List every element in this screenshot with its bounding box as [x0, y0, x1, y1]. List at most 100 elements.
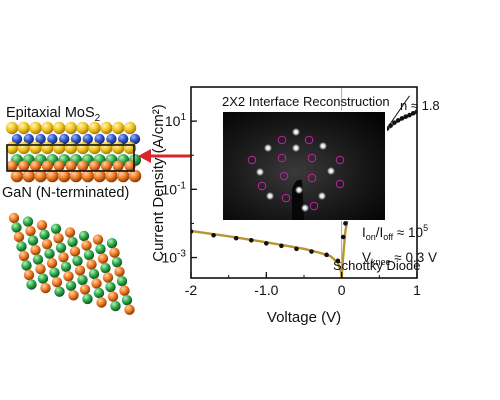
reconstruction-spot-marker: [309, 201, 319, 211]
atom: [97, 253, 109, 264]
atom: [41, 239, 53, 250]
atom: [44, 248, 55, 259]
atom: [121, 295, 133, 306]
atom: [82, 133, 94, 145]
atom: [95, 243, 106, 255]
atom: [123, 121, 137, 135]
atom: [47, 133, 58, 145]
atom: [100, 160, 112, 172]
atom: [128, 169, 142, 183]
atom: [112, 141, 125, 155]
data-point: [211, 232, 216, 238]
atom: [105, 281, 116, 293]
atom: [89, 160, 101, 172]
data-point: [392, 120, 397, 125]
reconstruction-spot-marker: [279, 171, 289, 181]
atom: [83, 249, 95, 261]
data-point: [395, 118, 401, 123]
reconstruction-spot-marker: [307, 153, 317, 163]
atom: [5, 121, 19, 135]
data-point: [233, 235, 239, 241]
atom: [23, 269, 35, 281]
atom: [35, 133, 46, 145]
atom: [78, 230, 90, 242]
atom: [16, 241, 27, 252]
atom: [88, 141, 101, 155]
bright-spot: [318, 192, 326, 200]
atom: [36, 220, 48, 231]
atom: [53, 233, 64, 244]
atom: [116, 169, 130, 183]
atom: [106, 133, 117, 145]
x-tick-label: 1: [413, 282, 421, 298]
atom: [17, 121, 30, 135]
atom: [106, 238, 118, 249]
atom: [58, 133, 70, 145]
atom: [13, 231, 25, 243]
atom: [22, 169, 36, 183]
y-tick-label: 10-3: [162, 249, 187, 266]
atom: [30, 244, 41, 256]
atom: [69, 169, 83, 183]
atom: [77, 274, 88, 286]
x-tick-label: -2: [185, 282, 198, 298]
atom: [88, 121, 101, 135]
atom: [60, 261, 72, 272]
atom: [46, 258, 58, 269]
atom: [53, 160, 65, 172]
ideality-factor: n ≈ 1.8: [400, 98, 440, 113]
bright-spot: [327, 167, 335, 175]
knee-voltage: Vknee ≈ 0.3 V: [362, 250, 437, 267]
data-point: [399, 116, 405, 121]
interface-box: [6, 144, 135, 172]
atom: [111, 257, 123, 268]
atom: [76, 141, 90, 155]
bright-spot: [301, 204, 309, 212]
atom: [11, 222, 22, 233]
atom: [110, 300, 121, 312]
atom: [102, 272, 114, 283]
atom: [118, 133, 129, 145]
reconstruction-spot-marker: [257, 181, 267, 191]
data-point: [294, 246, 299, 252]
y-tick-label: 10-1: [162, 180, 187, 197]
atom: [32, 254, 44, 265]
atom: [40, 282, 51, 294]
atom: [50, 223, 62, 234]
atom: [88, 268, 100, 280]
x-tick-label: 0: [338, 282, 346, 298]
atom: [22, 216, 34, 227]
atom: [41, 160, 53, 172]
atom: [58, 252, 69, 263]
atom: [51, 277, 63, 288]
atom: [72, 255, 83, 267]
atom: [69, 246, 81, 257]
atom: [67, 236, 78, 248]
atom: [18, 250, 30, 262]
atom: [107, 291, 119, 302]
atom: [64, 121, 78, 135]
gan-bulk-lattice: [8, 212, 135, 315]
data-point: [324, 252, 329, 258]
atom: [21, 260, 32, 271]
atom: [10, 169, 24, 183]
atom: [93, 169, 106, 183]
atom: [91, 278, 102, 289]
inset-title: 2X2 Interface Reconstruction: [222, 94, 390, 109]
leed-spots: [247, 128, 345, 212]
atom: [55, 242, 67, 253]
x-tick-label: -1.0: [254, 282, 278, 298]
atom: [65, 160, 77, 172]
atom: [54, 286, 65, 297]
bright-spot: [319, 142, 327, 150]
atom: [8, 212, 20, 224]
data-point: [343, 221, 348, 226]
atom: [94, 133, 105, 145]
atom: [81, 169, 95, 183]
device-label: Schottky Diode: [333, 258, 420, 273]
reconstruction-spot-marker: [335, 155, 345, 165]
atom: [49, 267, 60, 278]
atom: [63, 271, 74, 282]
atom: [93, 287, 105, 299]
